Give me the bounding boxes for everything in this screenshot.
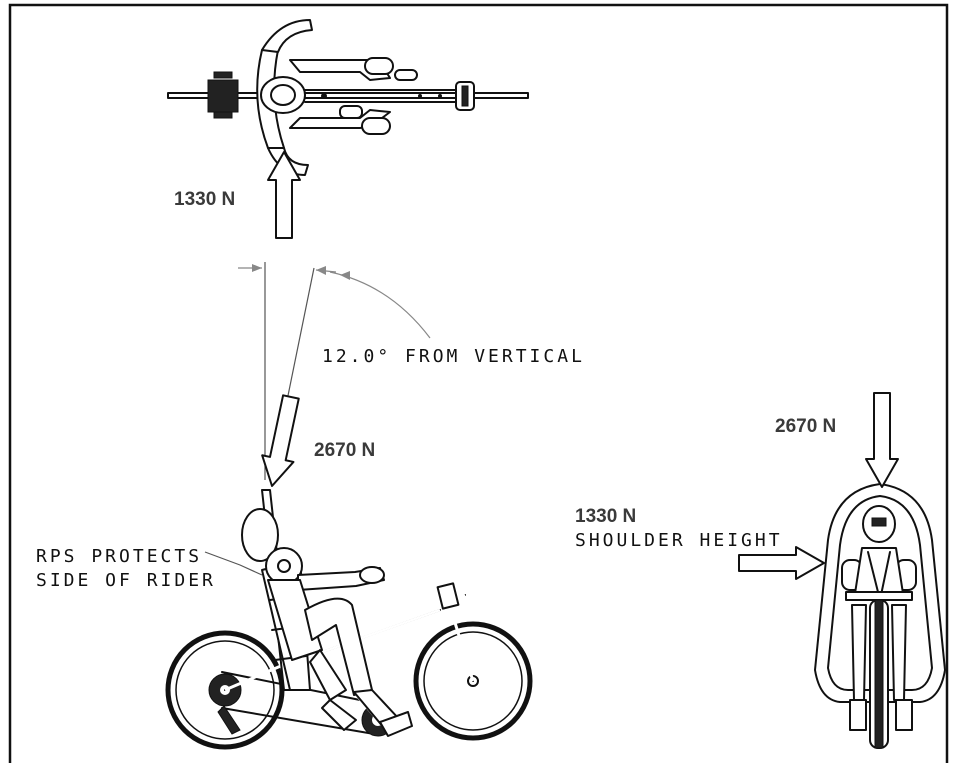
side-view-bike-rider [165,489,533,750]
diagram-border [8,3,949,763]
side-force-label: 2670 N [314,440,375,461]
top-view-bike-rider [167,19,529,176]
rps-note-line2: SIDE OF RIDER [36,570,216,591]
angle-note: 12.0° FROM VERTICAL [322,346,585,367]
top-force-arrow [267,151,301,239]
rps-leader-line [204,551,263,576]
rps-note-line1: RPS PROTECTS [36,546,202,567]
front-top-force-arrow [865,392,899,488]
front-top-force-label: 2670 N [775,416,836,437]
angle-dimension [238,262,431,480]
front-side-force-label: 1330 N [575,506,636,527]
front-side-force-arrow [738,546,825,580]
side-force-arrow [261,394,300,487]
front-side-location-label: SHOULDER HEIGHT [575,530,783,551]
top-force-label: 1330 N [174,189,235,210]
front-view-bike-rider [814,483,946,749]
